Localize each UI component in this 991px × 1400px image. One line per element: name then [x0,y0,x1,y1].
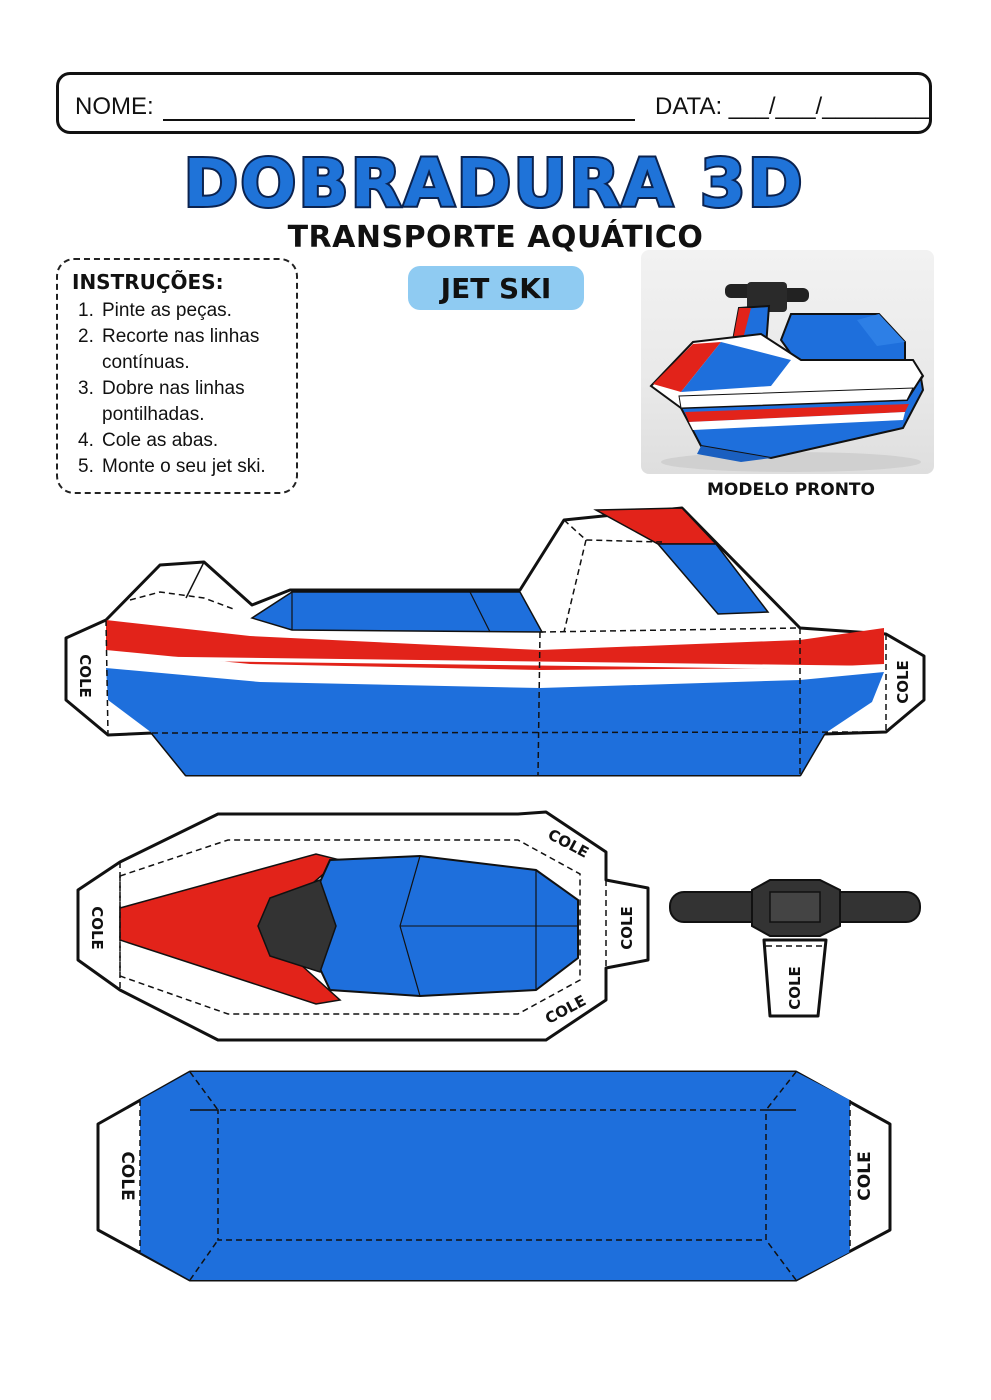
instruction-number: 4. [78,430,94,451]
jet-ski-model-illustration [649,282,925,472]
instruction-item: 5. Monte o seu jet ski. [72,454,282,480]
glue-tab-label: COLE [88,906,106,950]
name-label: NOME: [75,93,154,120]
side-hull-piece: COLE COLE [64,506,926,777]
header-box: NOME: DATA: ___/___/________ [56,72,932,134]
instruction-number: 1. [78,300,94,321]
instruction-item: 4. Cole as abas. [72,428,282,454]
page-title: DOBRADURA 3D [183,145,804,222]
title-graphic: DOBRADURA 3D [181,143,804,224]
instruction-number: 3. [78,378,94,399]
instruction-text: Monte o seu jet ski. [102,456,266,477]
instruction-text: contínuas. [102,352,190,373]
jet-ski-badge: JET SKI [408,266,584,310]
instructions-box: INSTRUÇÕES: 1. Pinte as peças. 2. Recort… [56,258,298,494]
model-caption: MODELO PRONTO [707,480,875,500]
name-field-line[interactable] [163,119,635,121]
glue-tab-label: COLE [117,1151,137,1200]
instruction-item: 1. Pinte as peças. [72,298,282,324]
bottom-piece: COLE COLE [96,1070,892,1282]
instruction-text: pontilhadas. [102,404,205,425]
deck-top-piece: COLE COLE COLE COLE [76,810,650,1042]
instruction-number: 2. [78,326,94,347]
instruction-number: 5. [78,456,94,477]
finished-model-photo [641,250,934,474]
page-subtitle: TRANSPORTE AQUÁTICO [287,220,704,255]
glue-tab-label: COLE [855,1151,875,1200]
instructions-title: INSTRUÇÕES: [72,270,224,294]
instruction-text: Pinte as peças. [102,300,232,321]
glue-tab-label: COLE [894,660,912,704]
instructions-list: 1. Pinte as peças. 2. Recorte nas linhas… [72,298,282,480]
handlebar-piece: COLE [669,879,921,1018]
instruction-text: Dobre nas linhas [102,378,245,399]
instruction-text: Recorte nas linhas [102,326,260,347]
glue-tab-label: COLE [786,966,804,1010]
glue-tab-label: COLE [76,654,94,698]
instruction-item: 3. Dobre nas linhas pontilhadas. [72,376,282,428]
instruction-item: 2. Recorte nas linhas contínuas. [72,324,282,376]
glue-tab-label: COLE [618,906,636,950]
instruction-text: Cole as abas. [102,430,219,451]
date-label: DATA: ___/___/________ [655,93,929,120]
